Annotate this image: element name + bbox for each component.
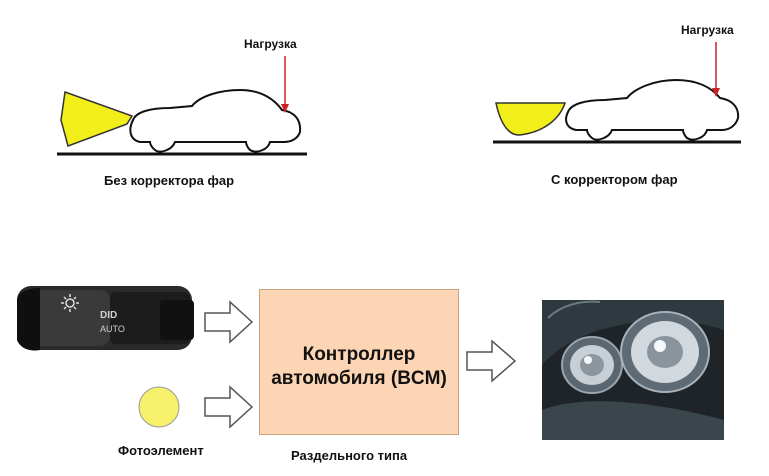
- load-arrowhead-right: [712, 88, 720, 97]
- controller-title-line1: Контроллер: [302, 344, 416, 365]
- controller-caption: Раздельного типа: [291, 448, 408, 463]
- photo-sensor-label: Фотоэлемент: [118, 443, 204, 458]
- controller-title-line2: автомобиля (BCM): [271, 368, 447, 389]
- controller-box: Контроллер автомобиля (BCM): [259, 289, 459, 435]
- arrow-controller-to-headlights: [466, 339, 517, 383]
- switch-label-auto: AUTO: [100, 324, 125, 334]
- caption-with-corrector: С корректором фар: [551, 172, 678, 187]
- caption-without-corrector: Без корректора фар: [104, 173, 235, 188]
- load-arrowhead-left: [281, 104, 289, 113]
- light-switch-image: [17, 286, 194, 351]
- arrow-switch-to-controller: [204, 300, 254, 344]
- load-label-left: Нагрузка: [244, 37, 297, 51]
- load-label-right: Нагрузка: [681, 23, 734, 37]
- arrow-photo-to-controller: [204, 385, 254, 429]
- switch-label-dim: DID: [100, 310, 118, 321]
- car-outline-left: [129, 88, 302, 153]
- photo-sensor-circle: [138, 386, 180, 428]
- headlight-beam-left: [60, 90, 134, 147]
- headlight-symbol-icon: [61, 294, 79, 312]
- headlight-beam-right: [495, 102, 567, 136]
- car-outline-right: [565, 78, 740, 141]
- headlights-photo-image: [542, 300, 724, 440]
